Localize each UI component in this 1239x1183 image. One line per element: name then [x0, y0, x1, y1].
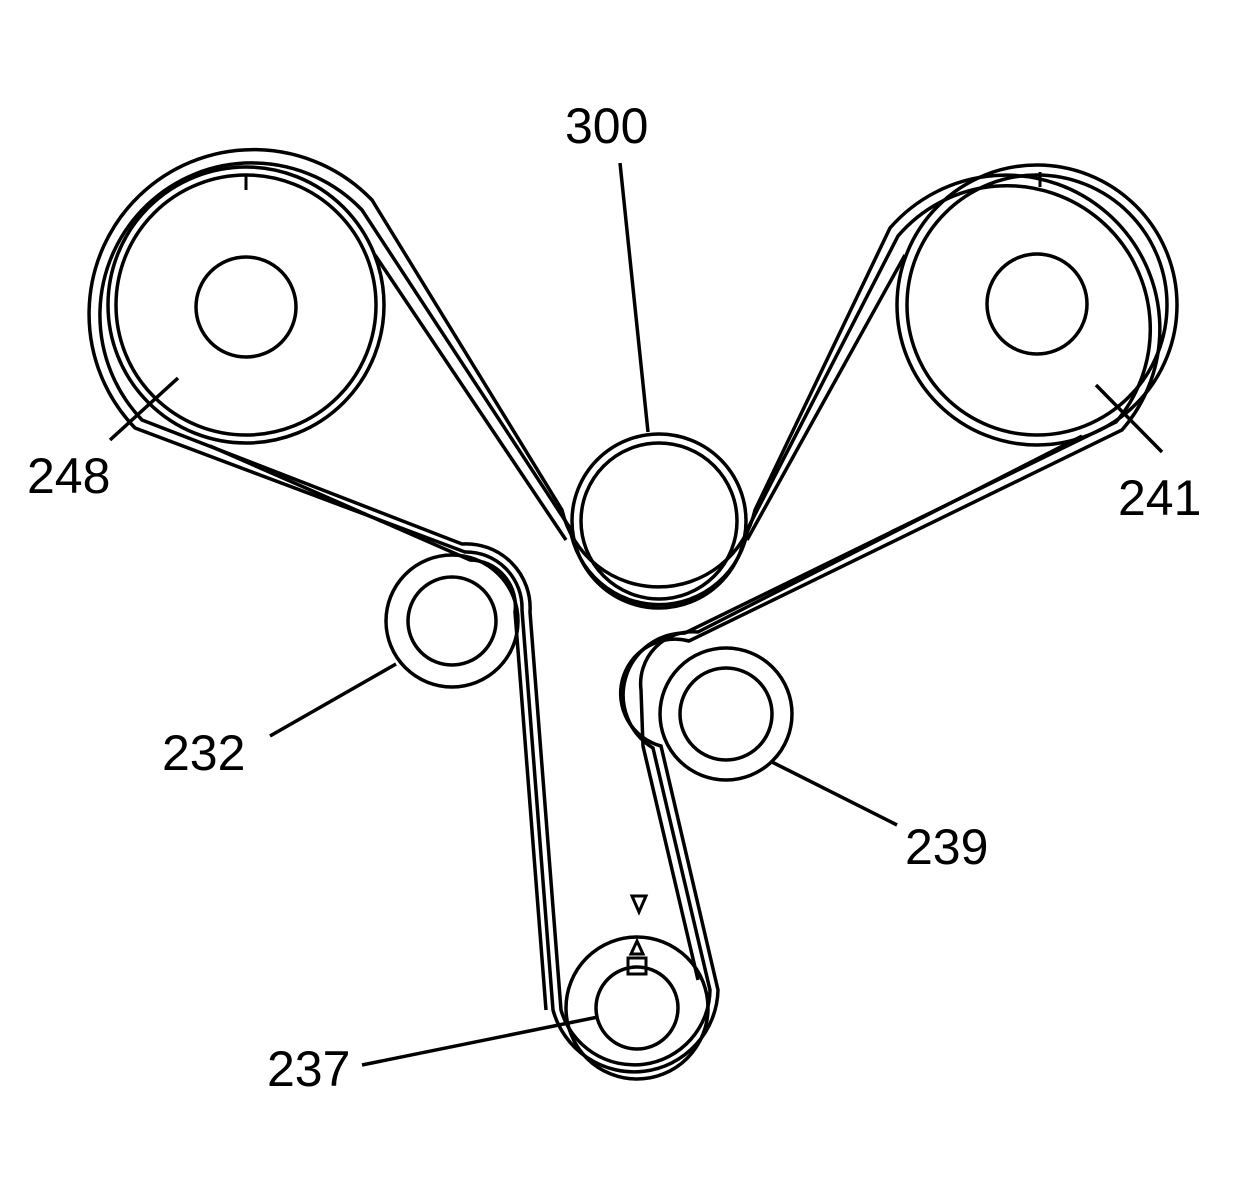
timing-belt	[87, 147, 1162, 1074]
leader-232	[269, 662, 397, 738]
sprocket-left-outer	[106, 165, 386, 445]
crankshaft-timing-mark-arrow-down	[629, 894, 649, 916]
sprocket-right-hub	[985, 252, 1089, 356]
belt-outer-edge-inner-line	[98, 161, 1152, 1067]
label-232: 232	[162, 725, 245, 781]
leader-241	[1094, 383, 1164, 454]
idler-left-outer	[384, 553, 520, 689]
crankshaft-key	[626, 956, 648, 976]
water-pump-inner	[579, 441, 739, 601]
idler-left-inner	[406, 575, 498, 667]
belt-inner-lower-left-run	[209, 444, 548, 1011]
tensioner-pulley-right	[658, 646, 794, 782]
tensioner-right-inner	[678, 666, 774, 762]
crankshaft-timing-mark-arrow-up	[628, 937, 646, 956]
crankshaft-sprocket	[564, 894, 710, 1081]
sprocket-right-outer	[895, 163, 1179, 447]
camshaft-sprocket-left	[106, 165, 386, 445]
leader-248	[108, 376, 180, 442]
label-300: 300	[565, 98, 648, 154]
callout-labels: 248 300 241 232 239 237	[27, 98, 1201, 1097]
sprocket-left-hub	[194, 255, 298, 359]
water-pump-pulley	[570, 432, 748, 610]
label-241: 241	[1118, 470, 1201, 526]
belt-inner-right-run	[745, 254, 907, 541]
leader-239	[771, 760, 898, 827]
belt-inner-lower-right-run	[638, 434, 1083, 981]
water-pump-outer	[570, 432, 748, 610]
leader-300	[618, 162, 650, 433]
idler-pulley-left	[384, 553, 520, 689]
tensioner-right-outer	[658, 646, 794, 782]
belt-outer-edge	[87, 147, 1162, 1074]
label-239: 239	[905, 819, 988, 875]
crankshaft-hub	[594, 965, 680, 1051]
label-237: 237	[267, 1041, 350, 1097]
sprocket-left-inner	[114, 173, 378, 437]
belt-inner-left-run	[373, 254, 568, 541]
label-248: 248	[27, 448, 110, 504]
camshaft-sprocket-right	[895, 163, 1179, 447]
callout-leaders	[108, 162, 1164, 1067]
sprocket-right-inner	[905, 173, 1169, 437]
crankshaft-outer	[564, 935, 710, 1081]
leader-237	[361, 1015, 599, 1067]
